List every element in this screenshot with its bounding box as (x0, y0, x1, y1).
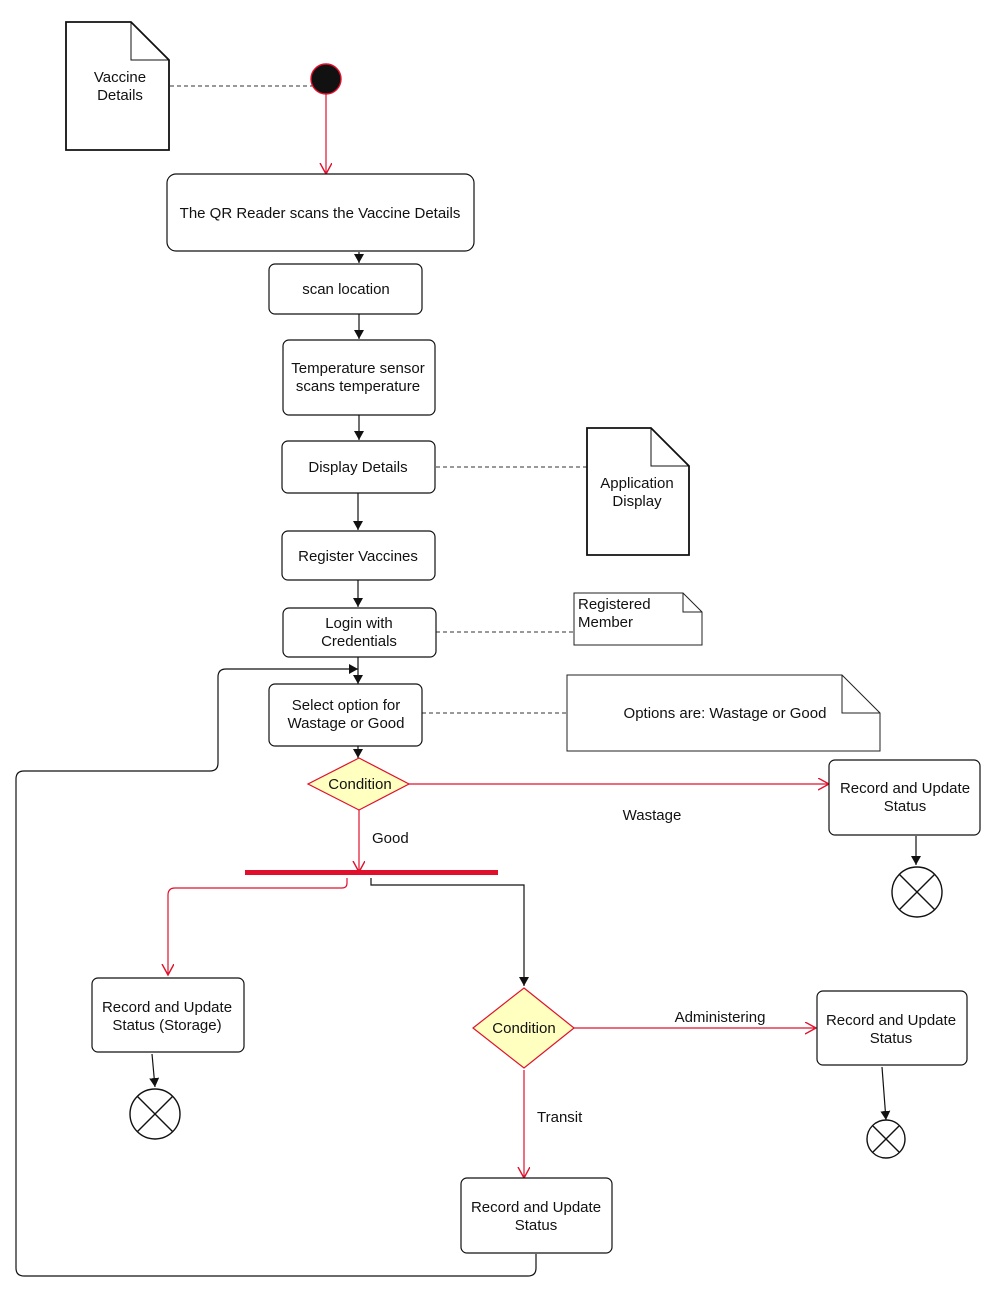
note-options-shape (566, 674, 881, 752)
flow-fork-to-storage (168, 878, 348, 975)
decision-2-text: Condition (492, 1020, 555, 1037)
label-transit: Transit (537, 1109, 583, 1126)
action-display-text: Display Details (308, 459, 407, 476)
note-options-fold (841, 675, 880, 714)
decision-1-shape (306, 757, 411, 811)
label-good: Good (372, 830, 409, 847)
final-node-wastage (891, 866, 943, 918)
doc-app-display-fold (650, 428, 689, 467)
note-registered-member-fold (682, 593, 702, 613)
label-wastage: Wastage (623, 807, 682, 824)
note-registered-member-shape (573, 592, 703, 646)
action-record-administering-box (816, 990, 968, 1066)
final-node-storage (129, 1088, 181, 1140)
action-display-box (281, 440, 436, 494)
doc-vaccine-details-fold (130, 22, 169, 61)
action-register-box (281, 530, 436, 581)
fork-bar (245, 870, 498, 875)
label-administering: Administering (675, 1009, 766, 1026)
decision-2-shape (472, 987, 575, 1069)
action-select-option-box (268, 683, 423, 747)
action-record-wastage-box (828, 759, 981, 836)
action-qr-reader-box (166, 173, 475, 252)
flow-fork-to-condition (370, 878, 529, 986)
action-qr-reader-text: The QR Reader scans the Vaccine Details (180, 205, 461, 222)
flow-transit-loop-back (15, 664, 537, 1277)
doc-app-display-shape (586, 427, 690, 556)
action-scan-location-text: scan location (302, 281, 390, 298)
action-login-box (282, 607, 437, 658)
action-scan-location-box (268, 263, 423, 315)
flow-storage-to-end (149, 1053, 160, 1088)
action-temperature-box (282, 339, 436, 416)
initial-node (310, 63, 342, 95)
action-record-storage-box (91, 977, 245, 1053)
final-node-administering (866, 1119, 906, 1159)
action-register-text: Register Vaccines (298, 548, 418, 565)
decision-1-text: Condition (328, 776, 391, 793)
action-record-transit-box (460, 1177, 613, 1254)
flow-administering-to-end (880, 1066, 891, 1121)
doc-vaccine-details-shape (65, 21, 170, 151)
note-options-text: Options are: Wastage or Good (624, 705, 827, 722)
